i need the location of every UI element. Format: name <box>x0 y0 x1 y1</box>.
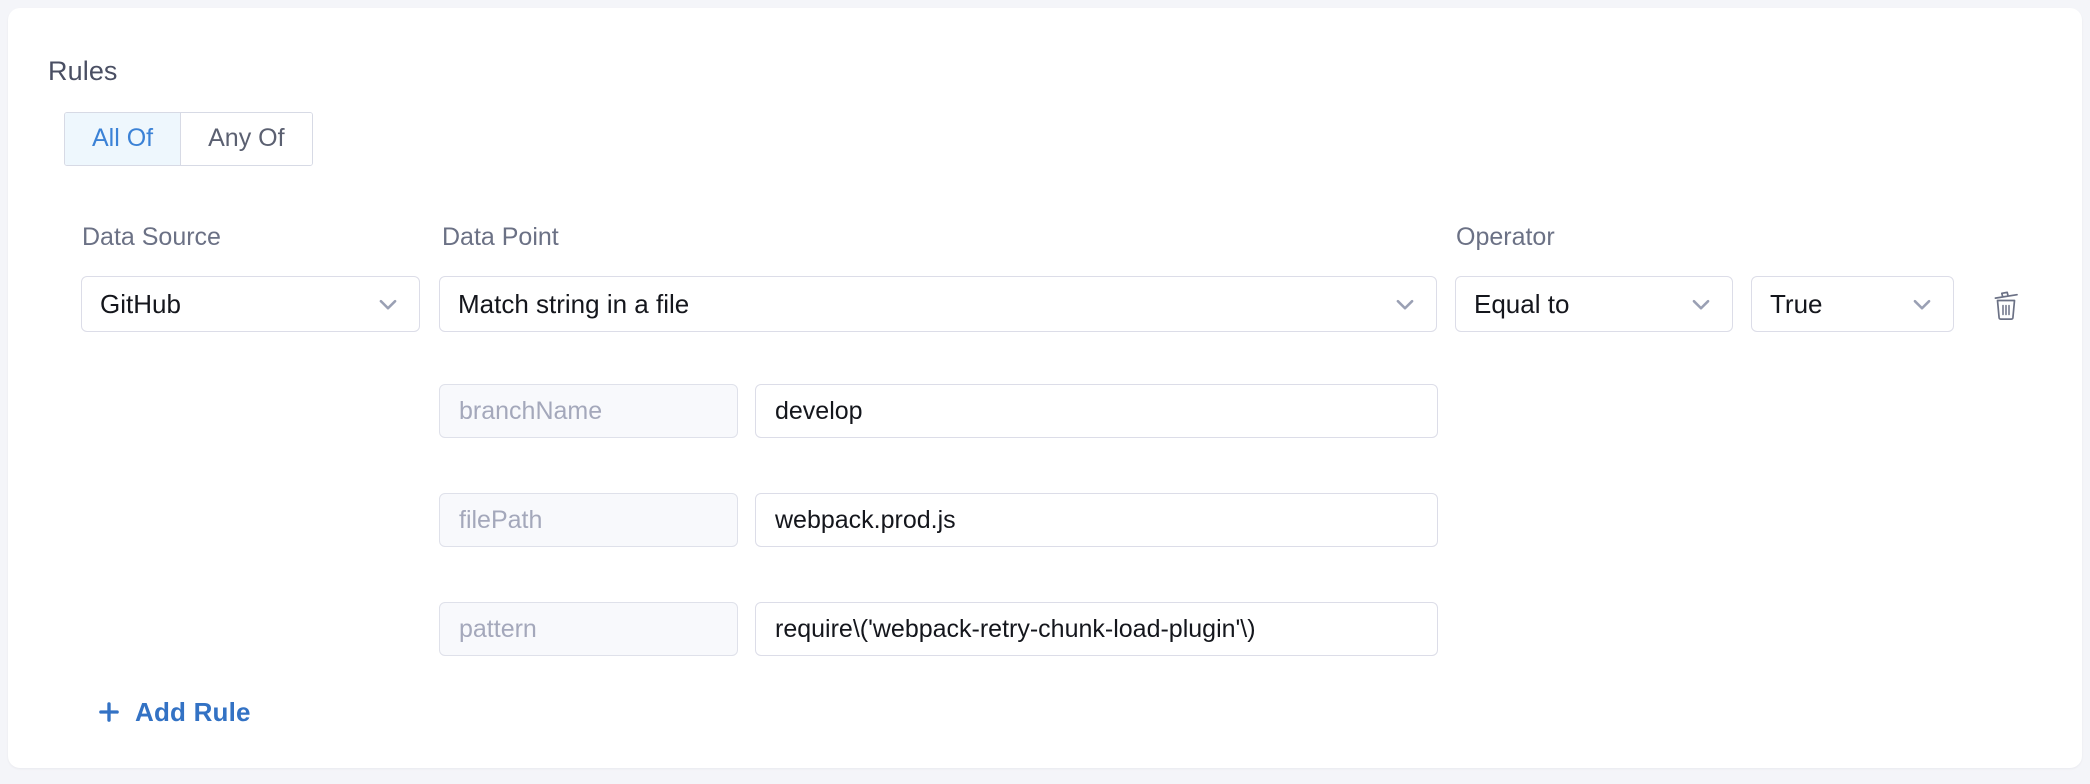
select-operator-value: Equal to <box>1474 289 1570 319</box>
trash-icon <box>1994 291 2018 320</box>
chevron-down-icon <box>1913 299 1931 310</box>
param-value-filepath[interactable]: webpack.prod.js <box>755 493 1438 547</box>
add-rule-label: Add Rule <box>135 697 251 727</box>
select-data-source[interactable]: GitHub <box>81 276 420 332</box>
select-expected-value[interactable]: True <box>1751 276 1954 332</box>
select-expected-value-text: True <box>1770 289 1823 319</box>
select-data-point-value: Match string in a file <box>458 289 690 319</box>
label-operator: Operator <box>1456 223 1555 251</box>
match-type-toggle-group[interactable]: All Of Any Of <box>64 112 313 166</box>
label-data-source: Data Source <box>82 223 221 251</box>
select-data-point[interactable]: Match string in a file <box>439 276 1437 332</box>
chevron-down-icon <box>379 299 397 310</box>
add-rule-button[interactable]: Add Rule <box>96 698 251 726</box>
label-data-point: Data Point <box>442 223 559 251</box>
param-key-pattern: pattern <box>439 602 738 656</box>
param-key-branchname: branchName <box>439 384 738 438</box>
select-operator[interactable]: Equal to <box>1455 276 1733 332</box>
plus-icon <box>99 702 119 722</box>
toggle-any-of[interactable]: Any Of <box>181 113 312 165</box>
param-value-branchname[interactable]: develop <box>755 384 1438 438</box>
delete-rule-button[interactable] <box>1986 285 2026 325</box>
param-value-pattern[interactable]: require\('webpack-retry-chunk-load-plugi… <box>755 602 1438 656</box>
page-title: Rules <box>48 56 118 86</box>
toggle-divider <box>180 113 182 165</box>
select-data-source-value: GitHub <box>100 289 181 319</box>
chevron-down-icon <box>1396 299 1414 310</box>
param-key-filepath: filePath <box>439 493 738 547</box>
toggle-all-of[interactable]: All Of <box>65 113 181 165</box>
rules-card: Rules All Of Any Of Data Source Data Poi… <box>8 8 2082 768</box>
chevron-down-icon <box>1692 299 1710 310</box>
